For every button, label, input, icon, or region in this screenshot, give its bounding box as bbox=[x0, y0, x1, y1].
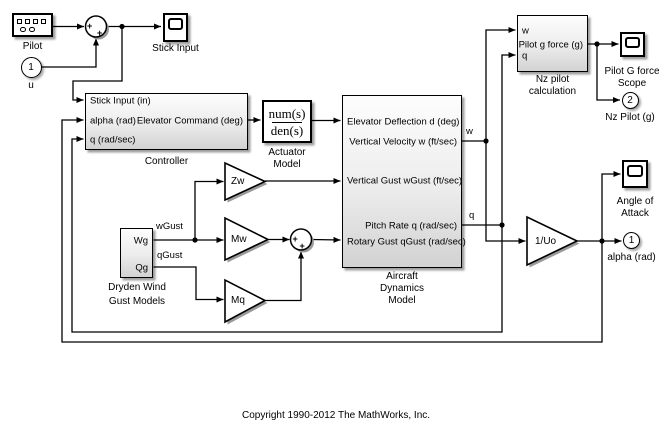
sum2-plus-bottom: + bbox=[299, 241, 305, 251]
wire-mq-to-sum2[interactable] bbox=[265, 251, 304, 302]
transfer-fcn-numerator: num(s) bbox=[268, 106, 306, 121]
nz-in-w: w bbox=[522, 25, 529, 37]
wire-nz-to-outport[interactable] bbox=[596, 44, 620, 103]
gain-uo-label: 1/Uo bbox=[535, 235, 557, 247]
transfer-fcn-denominator: den(s) bbox=[270, 123, 304, 138]
aircraft-in-wgust: Vertical Gust wGust (ft/sec) bbox=[347, 175, 463, 187]
dryden-out-wg: Wg bbox=[133, 235, 148, 247]
pilot-icon bbox=[41, 18, 46, 24]
pilot-g-scope-label-1: Pilot G force bbox=[604, 66, 660, 77]
sum-plus-left: + bbox=[87, 21, 93, 31]
outport-nz-label: Nz Pilot (g) bbox=[605, 112, 655, 123]
gain-mq-label: Mq bbox=[231, 295, 245, 306]
branch-dot bbox=[119, 23, 125, 30]
actuator-block[interactable]: num(s) den(s) bbox=[262, 100, 312, 143]
pilot-icon bbox=[33, 18, 38, 24]
aircraft-in-qgust: Rotary Gust qGust (rad/sec) bbox=[347, 236, 466, 248]
nz-label-1: Nz pilot bbox=[535, 74, 570, 85]
dryden-gust-block[interactable]: Wg Qg bbox=[120, 228, 153, 278]
aircraft-out-w: Vertical Velocity w (ft/sec) bbox=[349, 136, 457, 148]
branch-dot bbox=[483, 138, 489, 144]
sum2-plus-left: + bbox=[292, 233, 298, 244]
actuator-label-2: Model bbox=[273, 159, 301, 170]
aircraft-out-q: Pitch Rate q (rad/sec) bbox=[365, 220, 457, 232]
branch-dot bbox=[594, 41, 600, 47]
pilot-label: Pilot bbox=[22, 41, 43, 52]
outport-alpha-label: alpha (rad) bbox=[607, 252, 656, 263]
branch-dot bbox=[499, 222, 505, 228]
aircraft-dynamics-block[interactable]: Elevator Deflection d (deg) Vertical Vel… bbox=[342, 95, 466, 268]
outport-nz[interactable]: 2 bbox=[621, 91, 639, 109]
aircraft-label-3: Model bbox=[388, 295, 416, 306]
outport-nz-number: 2 bbox=[627, 94, 633, 106]
dryden-label-2: Gust Models bbox=[108, 295, 166, 307]
nz-pilot-block[interactable]: w q Pilot g force (g) bbox=[517, 15, 588, 72]
pilot-icon bbox=[29, 26, 35, 32]
aircraft-label-1: Aircraft bbox=[386, 271, 418, 282]
inport-u-number: 1 bbox=[28, 61, 34, 73]
pilot-icon bbox=[17, 18, 22, 24]
gain-zw-triangle[interactable] bbox=[224, 161, 267, 202]
aircraft-in-elevator: Elevator Deflection d (deg) bbox=[347, 116, 460, 128]
sum-junction-gust[interactable] bbox=[289, 228, 313, 251]
wire-q-to-nz[interactable] bbox=[501, 52, 516, 225]
sum-plus-bottom: + bbox=[97, 28, 103, 38]
wire-alpha-feedback[interactable] bbox=[61, 117, 603, 343]
nz-label-2: calculation bbox=[528, 86, 577, 97]
scope-screen-icon bbox=[627, 164, 643, 177]
branch-dot bbox=[192, 237, 198, 243]
aoa-scope-label-2: Attack bbox=[621, 208, 649, 219]
actuator-label-1: Actuator bbox=[268, 147, 306, 158]
aoa-scope-label-1: Angle of bbox=[616, 196, 654, 207]
gain-mq-triangle[interactable] bbox=[224, 278, 267, 324]
dryden-label-1: Dryden Wind bbox=[108, 282, 166, 293]
wire-stick-branch-to-controller[interactable] bbox=[72, 26, 123, 103]
signal-label-w: w bbox=[466, 126, 473, 137]
wire-u-to-sum[interactable] bbox=[41, 38, 99, 68]
sum-junction[interactable] bbox=[84, 15, 108, 38]
dryden-out-qg: Qg bbox=[135, 262, 148, 274]
stick-input-scope-label: Stick Input bbox=[152, 43, 199, 54]
gain-zw-label: Zw bbox=[231, 176, 245, 187]
wire-sum2-to-aircraft[interactable] bbox=[311, 236, 341, 243]
wire-w-to-gain-uo[interactable] bbox=[485, 141, 526, 244]
inport-u-label: u bbox=[28, 80, 34, 91]
controller-block[interactable]: Stick Input (in) alpha (rad) q (rad/sec)… bbox=[85, 93, 248, 150]
pilot-g-force-scope[interactable] bbox=[620, 32, 645, 57]
copyright-text: Copyright 1990-2012 The MathWorks, Inc. bbox=[241, 410, 431, 421]
controller-in-alpha: alpha (rad) bbox=[90, 115, 136, 127]
wire-alpha-to-aoa-scope[interactable] bbox=[601, 171, 621, 241]
nz-in-q: q bbox=[522, 50, 528, 62]
gain-mw-label: Mw bbox=[231, 234, 247, 245]
wire-qgust-to-mq[interactable] bbox=[153, 266, 224, 303]
wire-q-feedback[interactable] bbox=[71, 136, 503, 333]
scope-screen-icon bbox=[168, 17, 183, 30]
controller-in-q: q (rad/sec) bbox=[90, 134, 136, 146]
controller-out-elevator: Elevator Command (deg) bbox=[136, 115, 243, 127]
gain-uo-triangle[interactable] bbox=[526, 215, 579, 267]
wire-wgust-to-zw[interactable] bbox=[194, 178, 224, 241]
scope-screen-icon bbox=[625, 36, 640, 48]
controller-in-stick: Stick Input (in) bbox=[90, 95, 151, 107]
aircraft-label-2: Dynamics bbox=[380, 283, 424, 294]
outport-alpha[interactable]: 1 bbox=[623, 232, 640, 249]
signal-label-wgust: wGust bbox=[156, 221, 183, 232]
signal-label-qgust: qGust bbox=[157, 250, 183, 261]
wire-w-to-nz[interactable] bbox=[485, 27, 516, 141]
pilot-icon bbox=[25, 18, 30, 24]
fraction-bar bbox=[272, 122, 302, 123]
branch-dot bbox=[599, 238, 605, 244]
pilot-block[interactable] bbox=[12, 13, 53, 37]
stick-input-scope[interactable] bbox=[163, 13, 188, 42]
controller-label: Controller bbox=[144, 156, 189, 167]
nz-out-gforce: Pilot g force (g) bbox=[518, 39, 583, 51]
gain-mw-triangle[interactable] bbox=[224, 216, 270, 262]
inport-u[interactable]: 1 bbox=[20, 56, 42, 78]
pilot-icon bbox=[20, 26, 26, 32]
outport-alpha-number: 1 bbox=[628, 235, 635, 246]
angle-of-attack-scope[interactable] bbox=[622, 160, 648, 188]
signal-label-q: q bbox=[469, 210, 475, 221]
pilot-g-scope-label-2: Scope bbox=[617, 78, 647, 89]
